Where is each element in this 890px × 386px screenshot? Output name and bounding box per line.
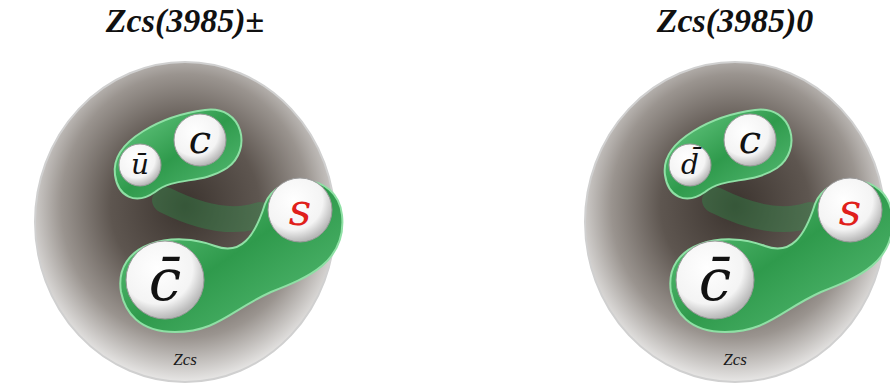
quark-symbol: c xyxy=(173,113,227,167)
quark-ball: s xyxy=(817,177,883,243)
quark-outline xyxy=(676,241,754,319)
quark-ball: ū xyxy=(118,143,162,187)
quark-symbol: ū xyxy=(118,143,162,187)
quark-ball: s xyxy=(267,177,333,243)
quark-outline xyxy=(669,144,711,186)
quark-symbol: s xyxy=(817,177,883,243)
quark-symbol: c xyxy=(723,113,777,167)
hadron-sphere: Zcs(3985)± Zcs cū s c̄ xyxy=(15,0,355,386)
quark-outline xyxy=(268,178,332,242)
quark-outline xyxy=(724,114,776,166)
diquark-blob xyxy=(665,110,792,199)
quark-symbol: s xyxy=(267,177,333,243)
quark-symbol: c̄ xyxy=(125,240,205,320)
particle-label: Zcs xyxy=(15,350,355,370)
quark-symbol: d̄ xyxy=(668,143,712,187)
quark-outline xyxy=(126,241,204,319)
quark-symbol: c̄ xyxy=(675,240,755,320)
particle-title: Zcs(3985)± xyxy=(15,2,355,40)
quark-ball: c xyxy=(723,113,777,167)
sphere-body xyxy=(35,62,335,382)
diquark-blob xyxy=(115,110,242,199)
quark-ball: c̄ xyxy=(125,240,205,320)
quark-ball: c xyxy=(173,113,227,167)
particle-title: Zcs(3985)0 xyxy=(565,2,890,40)
quark-ball: d̄ xyxy=(668,143,712,187)
quark-outline xyxy=(119,144,161,186)
quark-ball: c̄ xyxy=(675,240,755,320)
quark-outline xyxy=(174,114,226,166)
particle-label: Zcs xyxy=(565,350,890,370)
sphere-body xyxy=(585,62,885,382)
gluon-haze xyxy=(715,200,810,219)
quark-outline xyxy=(818,178,882,242)
gluon-haze xyxy=(165,200,260,219)
hadron-sphere: Zcs(3985)0Zcs cd̄ s c̄ xyxy=(565,0,890,386)
